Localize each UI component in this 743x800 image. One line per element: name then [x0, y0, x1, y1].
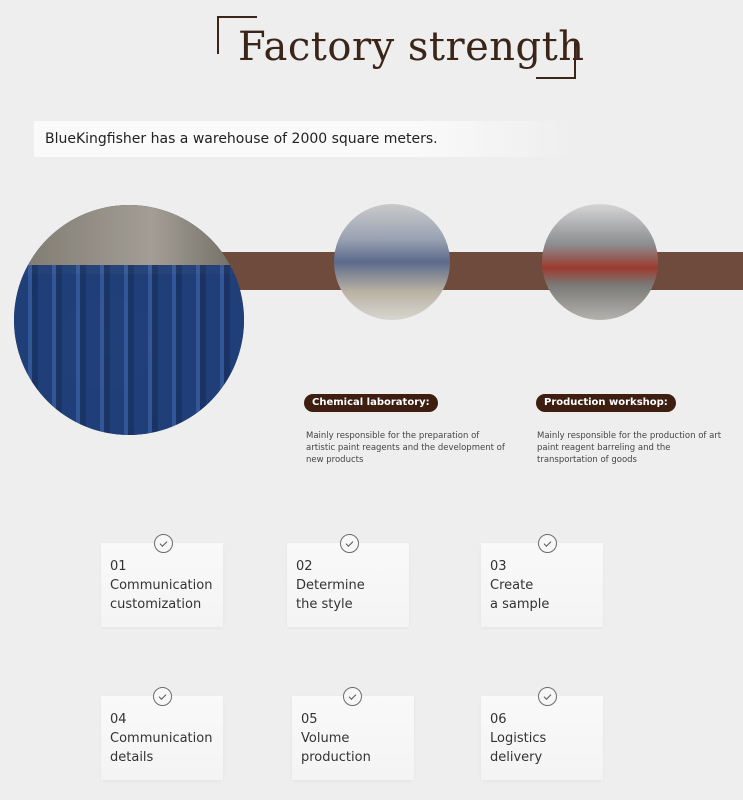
step-title: a sample — [490, 597, 550, 612]
title-corner-decoration — [536, 42, 576, 79]
production-workshop-label: Production workshop: — [536, 394, 676, 412]
brown-band — [210, 252, 743, 290]
step-number: 01 — [110, 559, 127, 574]
production-workshop-photo — [542, 204, 658, 320]
check-circle-icon — [154, 534, 173, 553]
step-title: Create — [490, 578, 534, 593]
chemical-laboratory-label: Chemical laboratory: — [304, 394, 438, 412]
step-title: details — [110, 750, 154, 765]
check-circle-icon — [153, 687, 172, 706]
step-title: Volume — [301, 731, 350, 746]
step-number: 02 — [296, 559, 313, 574]
production-workshop-description: Mainly responsible for the production of… — [537, 431, 722, 465]
step-title: customization — [110, 597, 202, 612]
chemical-laboratory-description: Mainly responsible for the preparation o… — [306, 431, 505, 465]
step-title: the style — [296, 597, 353, 612]
step-title: delivery — [490, 750, 543, 765]
step-title: production — [301, 750, 371, 765]
step-number: 03 — [490, 559, 507, 574]
title-corner-decoration — [217, 16, 257, 54]
step-title: Logistics — [490, 731, 547, 746]
check-circle-icon — [538, 687, 557, 706]
check-circle-icon — [538, 534, 557, 553]
step-number: 04 — [110, 712, 127, 727]
step-title: Communication — [110, 731, 213, 746]
page-title: Factory strength — [238, 24, 585, 70]
chemical-laboratory-photo — [334, 204, 450, 320]
step-title: Determine — [296, 578, 365, 593]
check-circle-icon — [343, 687, 362, 706]
step-number: 06 — [490, 712, 507, 727]
warehouse-photo — [14, 205, 244, 435]
step-number: 05 — [301, 712, 318, 727]
check-circle-icon — [340, 534, 359, 553]
warehouse-banner: BlueKingfisher has a warehouse of 2000 s… — [34, 121, 575, 157]
step-title: Communication — [110, 578, 213, 593]
